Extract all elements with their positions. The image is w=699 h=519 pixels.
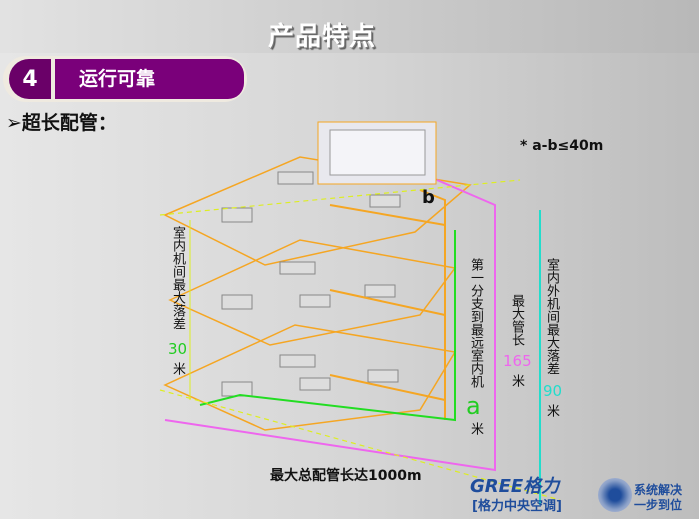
slogan: 系统解决一步到位 — [634, 483, 682, 513]
slogan-line1: 系统解决 — [634, 483, 683, 497]
indoor-unit — [221, 294, 253, 310]
indoor-unit — [299, 377, 331, 391]
in-out-drop-value: 90 — [543, 382, 563, 400]
in-out-drop-label: 室内外机间最大落差 — [544, 258, 559, 375]
max-pipe-value: 165 — [503, 352, 532, 370]
gree-logo: GREE格力 [格力中央空调] — [470, 476, 562, 514]
page-title: 产品特点 — [268, 22, 377, 52]
total-pipe-length: 最大总配管长达1000m — [270, 468, 422, 484]
brand-sub: [格力中央空调] — [472, 499, 562, 514]
indoor-unit — [279, 261, 316, 275]
indoor-unit — [369, 194, 401, 208]
indoor-unit — [367, 369, 399, 383]
indoor-unit — [221, 381, 253, 397]
floor-slab-bottom — [163, 324, 457, 431]
section-pill: 4 运行可靠 — [3, 56, 247, 102]
globe-icon — [598, 478, 632, 512]
indoor-unit — [279, 354, 316, 368]
constraint-note: * a-b≤40m — [520, 138, 604, 154]
header-bar — [0, 0, 699, 53]
floor-slab-middle — [168, 239, 457, 346]
subtitle: ➢超长配管： — [6, 112, 117, 134]
first-branch-unit: 米 — [468, 422, 483, 435]
branch-pipe — [329, 204, 446, 401]
main-pipe — [419, 189, 446, 420]
indoor-unit — [299, 294, 331, 308]
indoor-unit — [364, 284, 396, 298]
brand-name: GREE格力 — [470, 476, 560, 497]
max-pipe-label: 最大管长 — [509, 294, 524, 346]
pink-line — [164, 179, 496, 472]
indoor-unit — [277, 171, 314, 185]
drop-dashed — [159, 179, 561, 501]
max-pipe-unit: 米 — [509, 374, 524, 387]
section-label: 运行可靠 — [55, 59, 244, 99]
indoor-drop-label: 室内机间最大落差 — [170, 226, 185, 330]
first-branch-value: a — [466, 392, 481, 420]
green-pipe — [199, 230, 456, 422]
section-number: 4 — [9, 59, 51, 99]
indoor-drop-value: 30 — [168, 340, 188, 358]
indoor-unit — [221, 207, 253, 223]
first-branch-label: 第一分支到最远室内机 — [468, 258, 483, 388]
floor-slab-top — [163, 156, 472, 266]
indoor-drop-unit: 米 — [170, 362, 185, 375]
in-out-drop-unit: 米 — [544, 404, 559, 417]
outdoor-unit — [317, 121, 437, 185]
point-b: b — [422, 187, 435, 208]
slogan-line2: 一步到位 — [634, 498, 683, 512]
